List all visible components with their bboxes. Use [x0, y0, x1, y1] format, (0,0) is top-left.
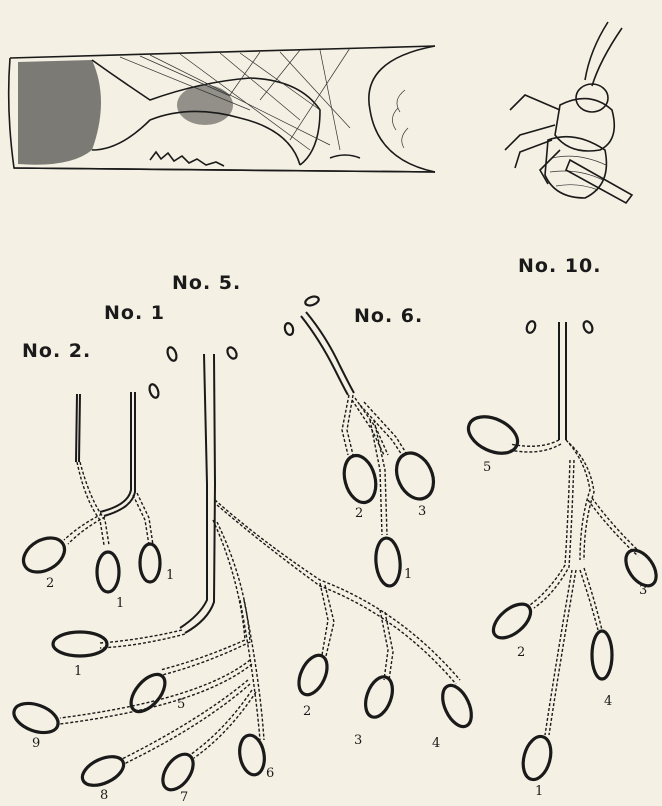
egg-label: 6 — [266, 766, 274, 781]
egg-label: 2 — [46, 576, 54, 591]
egg-label: 7 — [180, 790, 188, 805]
egg-label: 2 — [303, 704, 311, 719]
insect-drawing — [505, 22, 632, 203]
egg-label: 1 — [166, 568, 174, 583]
egg-label: 1 — [535, 784, 543, 799]
figure-no6 — [284, 295, 441, 587]
egg-label: 4 — [604, 694, 612, 709]
egg-label: 5 — [177, 697, 185, 712]
egg-label: 1 — [74, 664, 82, 679]
figure-title-no5: No. 5. — [172, 272, 241, 294]
egg-label: 3 — [639, 583, 647, 598]
figure-title-no10: No. 10. — [518, 255, 601, 277]
egg-label: 9 — [32, 736, 40, 751]
figure-title-no1: No. 1 — [104, 302, 165, 324]
figure-title-no6: No. 6. — [354, 305, 423, 327]
egg-label: 2 — [355, 506, 363, 521]
egg-label: 1 — [404, 567, 412, 582]
egg-label: 4 — [432, 736, 440, 751]
figure-no2 — [17, 383, 160, 592]
egg-label: 3 — [354, 733, 362, 748]
egg-label: 1 — [116, 596, 124, 611]
egg-label: 3 — [418, 504, 426, 519]
egg-label: 8 — [100, 788, 108, 803]
nest-tube-drawing — [9, 46, 435, 172]
figure-title-no2: No. 2. — [22, 340, 91, 362]
egg-label: 2 — [517, 645, 525, 660]
figure-no10 — [463, 320, 662, 783]
egg-label: 5 — [483, 460, 491, 475]
